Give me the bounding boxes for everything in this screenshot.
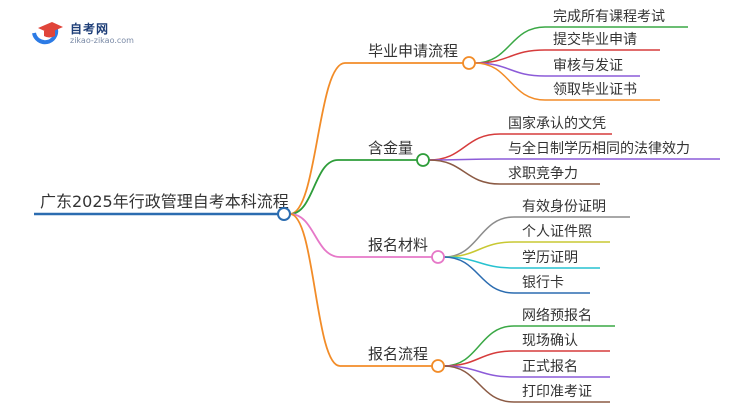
leaf-label: 有效身份证明 <box>522 199 606 215</box>
leaf-label: 提交毕业申请 <box>553 31 637 48</box>
leaf-label: 求职竞争力 <box>508 165 578 182</box>
leaf-connector <box>443 365 515 403</box>
leaf-label: 网络预报名 <box>522 308 592 324</box>
site-logo: 自考网 zikao-zikao.com <box>30 18 150 48</box>
leaf-connector <box>443 350 515 367</box>
branch-node-circle <box>462 56 476 70</box>
branch-label: 报名流程 <box>368 345 428 363</box>
root-node-circle <box>277 207 291 221</box>
branch-node-circle <box>431 250 445 264</box>
leaf-label: 现场确认 <box>522 333 578 349</box>
leaf-connector <box>443 216 515 258</box>
leaf-connector <box>474 62 546 101</box>
branch-label: 报名材料 <box>368 236 428 254</box>
branch-connector <box>289 213 341 258</box>
leaf-connector <box>474 26 546 64</box>
branch-connector <box>289 62 346 215</box>
leaf-label: 打印准考证 <box>522 383 592 400</box>
leaf-label: 审核与发证 <box>553 58 623 74</box>
leaf-label: 领取毕业证书 <box>553 82 637 98</box>
leaf-label: 与全日制学历相同的法律效力 <box>508 140 690 157</box>
leaf-label: 银行卡 <box>522 275 564 291</box>
branch-node-circle <box>416 153 430 167</box>
leaf-connector <box>428 159 501 185</box>
leaf-connector <box>443 256 515 294</box>
logo-graduation-cap-icon <box>32 22 63 45</box>
branch-label: 毕业申请流程 <box>368 42 458 60</box>
branch-label: 含金量 <box>368 139 413 157</box>
leaf-connector <box>443 325 515 367</box>
leaf-label: 完成所有课程考试 <box>553 9 665 25</box>
branch-node-circle <box>431 359 445 373</box>
root-label: 广东2025年行政管理自考本科流程 <box>40 192 289 211</box>
leaf-connector <box>428 133 501 161</box>
leaf-label: 国家承认的文凭 <box>508 115 606 132</box>
leaf-label: 学历证明 <box>522 250 578 266</box>
branch-connector <box>289 213 341 367</box>
leaf-connector <box>443 241 515 258</box>
branch-connector <box>289 159 339 215</box>
logo-subtitle: zikao-zikao.com <box>70 36 134 45</box>
leaf-label: 正式报名 <box>522 359 578 375</box>
leaf-label: 个人证件照 <box>522 224 592 240</box>
logo-title: 自考网 <box>70 22 110 36</box>
